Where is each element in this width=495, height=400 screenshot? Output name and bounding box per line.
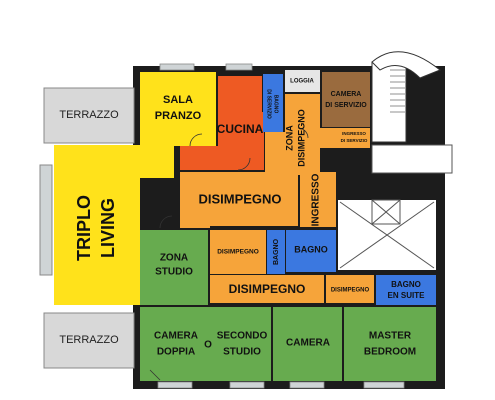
label-camera-di-servizio-1: CAMERA: [331, 91, 362, 98]
room-bagno-small: [267, 230, 285, 274]
staircase-upper: [371, 61, 407, 143]
label-disimpegno-corridor: DISIMPEGNO: [229, 282, 306, 296]
room-disimpegno-small: [210, 230, 266, 274]
label-camera: CAMERA: [286, 338, 330, 349]
label-camera-doppia-1: CAMERA: [154, 331, 198, 342]
room-master-bedroom: [344, 307, 436, 381]
stair-curve: [371, 51, 441, 79]
label-loggia: LOGGIA: [290, 79, 314, 85]
label-bagno-di-servizio-1: BAGNO: [273, 95, 279, 114]
room-camera: [273, 307, 342, 381]
stair-cross-2: [339, 201, 435, 269]
label-bagno-small: BAGNO: [273, 238, 280, 265]
room-disimpegno-right: [326, 275, 374, 303]
label-disimpegno-right: DISIMPEGNO: [331, 288, 370, 294]
room-ingresso: [300, 172, 336, 227]
label-triplo-living-1: TRIPLO: [74, 195, 94, 261]
label-bagno-center: BAGNO: [294, 244, 328, 254]
label-sala-pranzo-2: PRANZO: [155, 110, 202, 122]
label-ingresso: INGRESSO: [311, 173, 322, 226]
lift-cross-2: [371, 199, 401, 225]
label-terrazzo-bottom: TERRAZZO: [59, 334, 119, 346]
label-terrazzo-top: TERRAZZO: [59, 109, 119, 121]
label-disimpegno-main: DISIMPEGNO: [198, 191, 281, 206]
room-triplo-living: [54, 145, 174, 305]
label-bagno-di-servizio-2: DI SERVIZIO: [266, 89, 272, 119]
label-master-bedroom-2: BEDROOM: [364, 347, 416, 358]
windows-top: [159, 63, 253, 71]
room-bagno-center: [286, 230, 336, 272]
label-ingresso-di-servizio-1: INGRESSO: [342, 131, 366, 136]
label-zona-studio-1: ZONA: [160, 253, 188, 264]
room-ingresso-di-servizio: [338, 128, 370, 148]
label-ingresso-group: INGRESSO: [311, 173, 322, 226]
landing-right: [371, 144, 453, 174]
label-triplo-living-group: TRIPLO LIVING: [74, 195, 118, 261]
label-master-bedroom-1: MASTER: [369, 331, 412, 342]
windows-bottom: [157, 381, 405, 389]
room-loggia: [285, 70, 320, 92]
room-bagno-di-servizio: [263, 74, 283, 132]
label-secondo-studio-1: SECONDO: [217, 331, 268, 342]
label-camera-di-servizio-2: DI SERVIZIO: [325, 102, 367, 109]
room-zona-studio: [140, 230, 208, 305]
label-ingresso-di-servizio-2: DI SERVIZIO: [341, 138, 368, 143]
label-sala-pranzo-1: SALA: [163, 94, 193, 106]
room-sala-pranzo: [140, 72, 216, 146]
room-disimpegno-corridor: [210, 275, 324, 303]
label-secondo-studio-2: STUDIO: [223, 347, 261, 358]
label-o: O: [204, 340, 212, 351]
label-bagno-di-servizio-group: BAGNO DI SERVIZIO: [266, 89, 279, 119]
room-camera-doppia: [140, 307, 271, 381]
door-arcs: [149, 127, 309, 381]
room-bagno-en-suite: [376, 275, 436, 305]
label-zona-disimpegno-1: ZONA: [284, 125, 294, 151]
stair-treads: [390, 69, 405, 113]
label-triplo-living-2: LIVING: [98, 198, 118, 258]
terrace-top: [43, 87, 135, 144]
room-camera-di-servizio: [322, 72, 370, 127]
label-cucina: CUCINA: [217, 122, 264, 136]
label-zona-disimpegno-group: ZONA DISIMPEGNO: [284, 109, 306, 167]
label-disimpegno-small: DISIMPEGNO: [217, 249, 259, 256]
room-zona-disimpegno: [265, 94, 338, 175]
label-zona-studio-2: STUDIO: [155, 267, 193, 278]
room-cucina: [180, 76, 264, 170]
label-bagno-en-suite-2: EN SUITE: [388, 291, 426, 300]
terrace-bottom: [43, 312, 135, 369]
window-strip-left: [39, 164, 53, 276]
room-disimpegno-main: [180, 172, 298, 228]
label-bagno-small-group: BAGNO: [273, 238, 280, 265]
label-camera-doppia-2: DOPPIA: [157, 347, 195, 358]
label-zona-disimpegno-2: DISIMPEGNO: [296, 109, 306, 167]
label-bagno-en-suite-1: BAGNO: [391, 280, 421, 289]
